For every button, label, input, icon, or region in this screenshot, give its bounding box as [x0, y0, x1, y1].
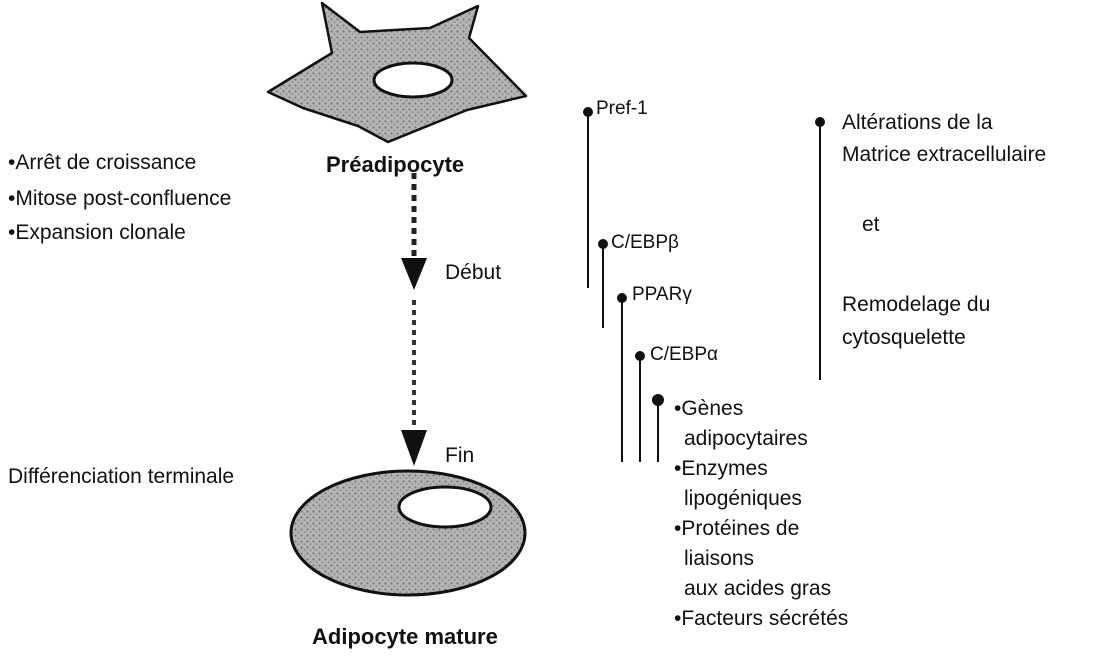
matrix-note-line4: cytosquelette — [842, 325, 966, 351]
marker-ppar-gamma-label: PPARγ — [632, 282, 692, 308]
preadipocyte-nucleus — [374, 63, 452, 97]
gene-list-item: aux acides gras — [684, 576, 831, 602]
gene-list-item: •Enzymes — [674, 456, 768, 482]
adipocyte-cell — [291, 471, 525, 595]
gene-list-item: lipogéniques — [684, 486, 802, 512]
gene-list-item: •Protéines de — [674, 516, 799, 542]
arrow-lower-head — [401, 430, 427, 466]
note-expansion: •Expansion clonale — [8, 220, 186, 246]
timeline-ppar-gamma-dot — [617, 293, 627, 303]
matrix-note-line2: Matrice extracellulaire — [842, 142, 1046, 168]
gene-list-item: •Gènes — [674, 396, 743, 422]
stage-fin-label: Fin — [445, 443, 474, 469]
timeline-pref1-dot — [583, 107, 593, 117]
marker-pref1-label: Pref-1 — [596, 96, 648, 122]
adipocyte-nucleus — [399, 487, 491, 527]
arrow-upper-head — [401, 258, 427, 290]
timeline-cebp-alpha-dot — [635, 351, 645, 361]
marker-cebp-beta-label: C/EBPβ — [611, 230, 679, 256]
stage-debut-label: Début — [445, 260, 501, 286]
gene-list-item: liaisons — [684, 546, 754, 572]
timeline-genes-dot — [652, 394, 664, 406]
preadipocyte-label: Préadipocyte — [326, 152, 464, 178]
marker-cebp-alpha-label: C/EBPα — [650, 342, 718, 368]
gene-list-item: •Facteurs sécrétés — [674, 606, 848, 632]
timeline-matrix-dot — [815, 117, 825, 127]
mature-adipocyte-label: Adipocyte mature — [312, 624, 498, 650]
matrix-note-line3: Remodelage du — [842, 292, 990, 318]
timeline-cebp-beta-dot — [598, 239, 608, 249]
note-arret-croissance: •Arrêt de croissance — [8, 150, 196, 176]
gene-list-item: adipocytaires — [684, 426, 808, 452]
note-mitose: •Mitose post-confluence — [8, 186, 231, 212]
matrix-note-et: et — [862, 212, 880, 238]
matrix-note-line1: Altérations de la — [842, 110, 993, 136]
note-differenciation-terminale: Différenciation terminale — [8, 464, 234, 490]
